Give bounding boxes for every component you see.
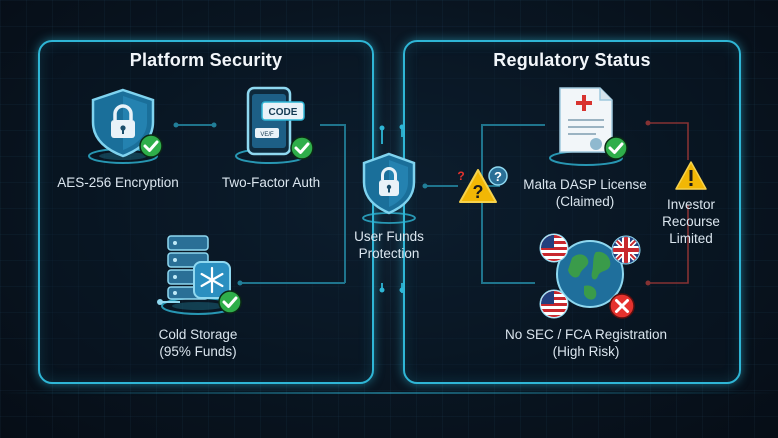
svg-text:?: ?	[473, 182, 484, 202]
verify-text: VE/F	[260, 132, 274, 138]
bottom-glow-line	[0, 392, 778, 394]
warning-icon	[675, 161, 707, 190]
license-line1: Malta DASP License	[523, 177, 647, 192]
encryption-label: AES-256 Encryption	[57, 175, 179, 190]
investor-label: Investor Recourse Limited	[650, 196, 732, 247]
license-document-icon	[549, 87, 628, 166]
globe-flags-icon	[539, 233, 641, 319]
svg-text:?: ?	[457, 169, 464, 183]
cold-storage-node	[150, 228, 250, 318]
registration-node	[534, 230, 646, 322]
panel-title: Regulatory Status	[493, 50, 651, 70]
registration-label: No SEC / FCA Registration (High Risk)	[488, 326, 684, 360]
license-label: Malta DASP License (Claimed)	[510, 176, 660, 210]
user-funds-label: User Funds Protection	[336, 228, 442, 262]
registration-line2: (High Risk)	[552, 344, 620, 359]
investor-line2: Recourse	[662, 214, 720, 229]
two-factor-label: Two-Factor Auth	[221, 175, 321, 190]
cold-storage-line2: (95% Funds)	[159, 344, 237, 359]
lock-shield-icon	[88, 88, 163, 164]
question-warning-icon: ? ? ?	[457, 166, 508, 203]
investor-warning-node	[674, 160, 708, 192]
user-funds-line2: Protection	[358, 246, 420, 261]
two-factor-node: CODE VE/F	[222, 84, 322, 166]
code-text: CODE	[269, 107, 298, 118]
svg-text:?: ?	[494, 169, 502, 184]
cold-storage-line1: Cold Storage	[158, 327, 238, 342]
lock-shield-icon	[362, 152, 416, 224]
question-warning-node: ? ? ?	[452, 160, 514, 210]
registration-line1: No SEC / FCA Registration	[504, 327, 668, 342]
investor-line3: Limited	[669, 231, 713, 246]
encryption-node	[75, 84, 175, 166]
investor-line1: Investor	[666, 197, 716, 212]
server-snowflake-icon	[157, 235, 242, 315]
license-line2: (Claimed)	[555, 194, 615, 209]
phone-code-icon: CODE VE/F	[235, 86, 314, 164]
panel-title: Platform Security	[129, 50, 283, 70]
cold-storage-label: Cold Storage (95% Funds)	[138, 326, 258, 360]
user-funds-line1: User Funds	[354, 229, 424, 244]
license-node	[538, 82, 638, 168]
user-funds-node	[356, 150, 422, 226]
platform-security-panel: Platform Security	[38, 40, 374, 384]
